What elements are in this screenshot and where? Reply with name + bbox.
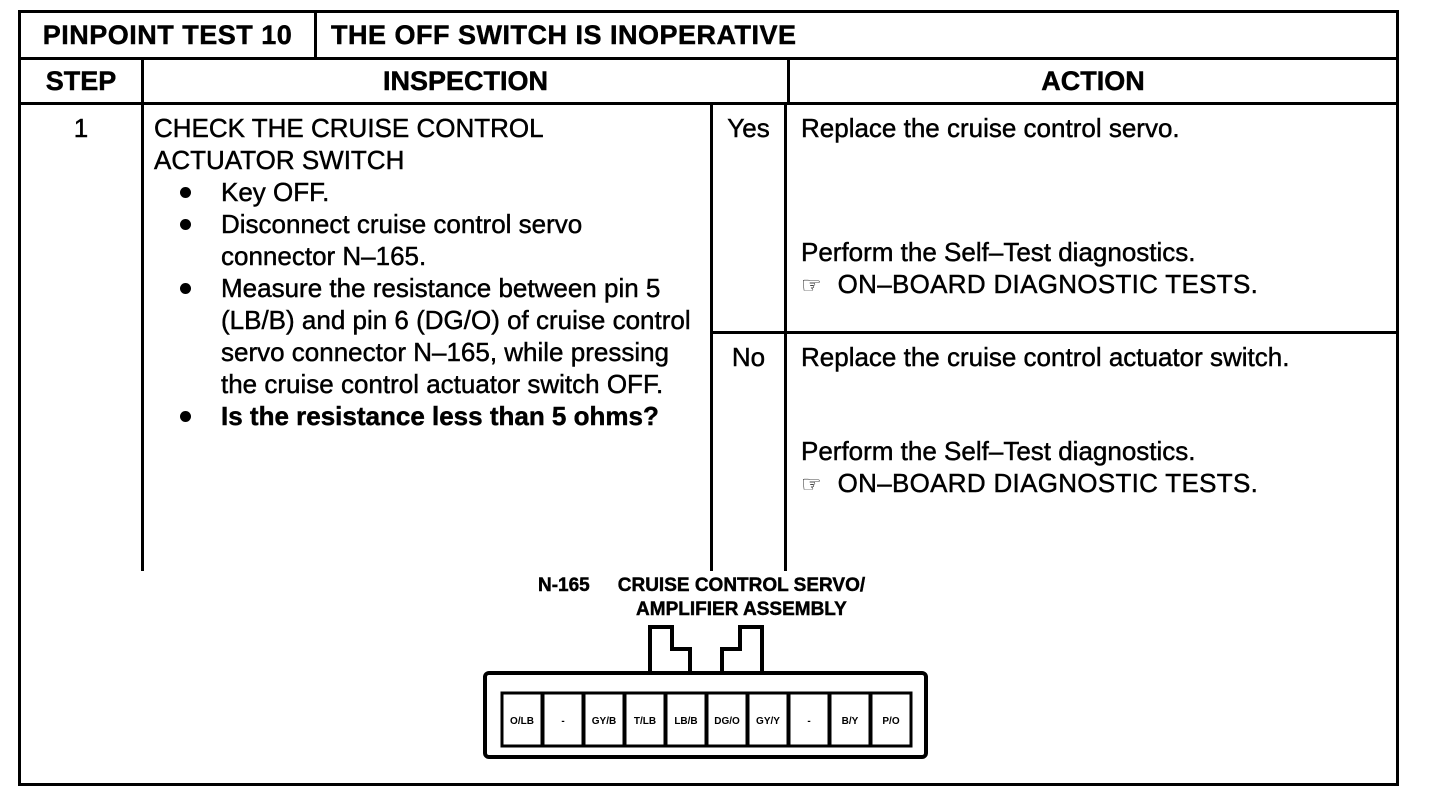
connector-drawing: O/LB - GY/B T/LB LB/B DG/O GY/Y - B/Y P/…	[483, 625, 928, 759]
bullet-item: Disconnect cruise control servo connecto…	[154, 208, 702, 272]
step-number-cell: 1	[21, 105, 144, 571]
pin-label: LB/B	[674, 716, 697, 727]
no-label: No	[731, 342, 766, 372]
no-secondary-block: Perform the Self–Test diagnostics. ☞ ON–…	[801, 435, 1380, 501]
yes-secondary-block: Perform the Self–Test diagnostics. ☞ ON–…	[801, 236, 1380, 302]
step-row: 1 CHECK THE CRUISE CONTROL ACTUATOR SWIT…	[21, 105, 1396, 571]
pin-label: -	[561, 716, 564, 727]
no-primary-action: Replace the cruise control actuator swit…	[801, 342, 1290, 372]
pin-label: -	[807, 716, 810, 727]
connector-key-tab-right	[720, 625, 764, 673]
bullet-icon	[180, 187, 191, 198]
pointing-hand-icon: ☞	[801, 472, 822, 498]
bullet-icon	[180, 411, 191, 422]
connector-key-tab-left	[648, 625, 692, 673]
no-secondary-action: Perform the Self–Test diagnostics.	[801, 436, 1196, 466]
pin-label: GY/Y	[756, 716, 780, 727]
results-cell: Yes Replace the cruise control servo. Pe…	[713, 105, 1396, 571]
bullet-icon	[180, 219, 191, 230]
connector-id: N-165	[538, 575, 590, 596]
connector-body	[483, 671, 928, 759]
bullet-icon	[180, 283, 191, 294]
yes-action-cell: Replace the cruise control servo. Perfor…	[787, 105, 1396, 331]
pin-label: T/LB	[634, 716, 656, 727]
test-id: PINPOINT TEST 10	[42, 19, 293, 50]
yes-result-row: Yes Replace the cruise control servo. Pe…	[713, 105, 1396, 334]
pointing-hand-icon: ☞	[801, 273, 822, 299]
connector-name-line1: CRUISE CONTROL SERVO/	[617, 575, 866, 596]
column-header-row: STEP INSPECTION ACTION	[21, 60, 1396, 105]
inspection-heading: CHECK THE CRUISE CONTROL ACTUATOR SWITCH	[154, 113, 543, 175]
test-title: THE OFF SWITCH IS INOPERATIVE	[331, 19, 797, 50]
no-action-cell: Replace the cruise control actuator swit…	[787, 334, 1396, 571]
title-row: PINPOINT TEST 10 THE OFF SWITCH IS INOPE…	[21, 13, 1396, 60]
yes-label: Yes	[727, 113, 770, 143]
inspection-cell: CHECK THE CRUISE CONTROL ACTUATOR SWITCH…	[144, 105, 713, 571]
pin-label: B/Y	[842, 716, 859, 727]
yes-secondary-action: Perform the Self–Test diagnostics.	[801, 237, 1196, 267]
pin-label: DG/O	[714, 716, 740, 727]
action-column-header: ACTION	[1041, 65, 1145, 96]
pin-label: O/LB	[510, 716, 534, 727]
no-answer-cell: No	[713, 334, 787, 571]
yes-primary-action: Replace the cruise control servo.	[801, 113, 1180, 143]
yes-answer-cell: Yes	[713, 105, 787, 331]
connector-pins	[500, 691, 913, 748]
pinpoint-test-table: PINPOINT TEST 10 THE OFF SWITCH IS INOPE…	[18, 10, 1399, 786]
test-id-cell: PINPOINT TEST 10	[21, 13, 317, 57]
connector-diagram-section: N-165 CRUISE CONTROL SERVO/ AMPLIFIER AS…	[21, 571, 1396, 783]
step-column-header: STEP	[21, 60, 144, 102]
connector-name-line2: AMPLIFIER ASSEMBLY	[636, 599, 847, 620]
pin-label: GY/B	[592, 716, 616, 727]
bullet-text: Disconnect cruise control servo connecto…	[221, 209, 583, 271]
bullet-text-question: Is the resistance less than 5 ohms?	[221, 401, 659, 431]
yes-reference-line: ☞ ON–BOARD DIAGNOSTIC TESTS.	[801, 268, 1380, 302]
no-reference: ON–BOARD DIAGNOSTIC TESTS.	[837, 468, 1259, 498]
bullet-item: Key OFF.	[154, 176, 702, 208]
no-result-row: No Replace the cruise control actuator s…	[713, 334, 1396, 571]
connector-name: CRUISE CONTROL SERVO/ AMPLIFIER ASSEMBLY	[617, 574, 866, 622]
connector-label: N-165 CRUISE CONTROL SERVO/ AMPLIFIER AS…	[538, 574, 866, 622]
bullet-text: Measure the resistance between pin 5 (LB…	[221, 273, 691, 399]
inspection-column-header: INSPECTION	[144, 60, 790, 102]
bullet-item: Is the resistance less than 5 ohms?	[154, 400, 702, 432]
connector-pin-labels: O/LB - GY/B T/LB LB/B DG/O GY/Y - B/Y P/…	[510, 716, 900, 727]
bullet-text: Key OFF.	[221, 177, 330, 207]
yes-reference: ON–BOARD DIAGNOSTIC TESTS.	[837, 269, 1259, 299]
pin-label: P/O	[882, 716, 899, 727]
no-reference-line: ☞ ON–BOARD DIAGNOSTIC TESTS.	[801, 467, 1380, 501]
test-title-cell: THE OFF SWITCH IS INOPERATIVE	[317, 13, 1396, 57]
bullet-item: Measure the resistance between pin 5 (LB…	[154, 272, 702, 400]
step-number: 1	[73, 113, 89, 143]
